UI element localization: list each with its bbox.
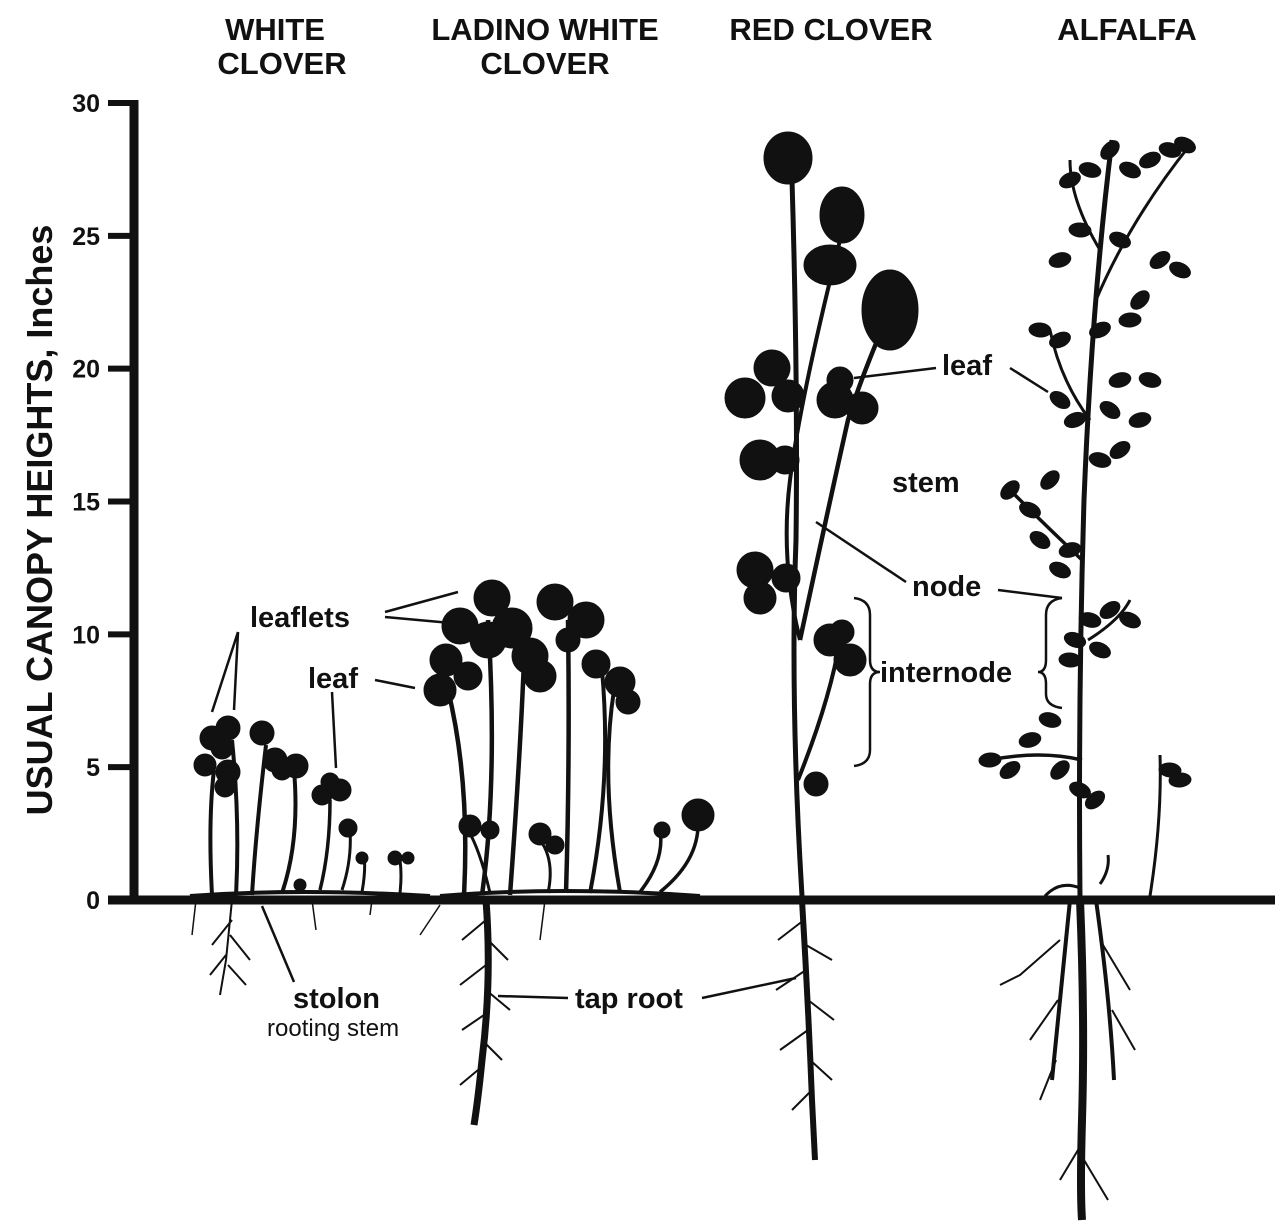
node-leader-1 <box>816 522 906 582</box>
internode-bracket-left <box>854 598 880 766</box>
alfalfa-leaflet <box>1127 287 1152 312</box>
label-stolon: stolon <box>293 983 380 1015</box>
label-tap-root: tap root <box>575 983 683 1015</box>
y-axis-ticks: 0 5 10 15 20 25 30 <box>72 90 134 915</box>
alfalfa-leaflet <box>1088 450 1113 469</box>
alfalfa-leaflet <box>978 752 1001 768</box>
alfalfa-leaflet <box>1047 388 1073 412</box>
title-alfalfa: ALFALFA <box>1057 12 1197 47</box>
tap-root-leader-2 <box>702 978 796 998</box>
alfalfa-leaflet <box>1118 312 1141 328</box>
label-leaf-left: leaf <box>308 663 358 695</box>
tap-root-leader-1 <box>498 996 568 998</box>
title-red-clover: RED CLOVER <box>729 12 932 47</box>
label-stem: stem <box>892 467 960 499</box>
y-axis-label: USUAL CANOPY HEIGHTS, Inches <box>19 225 60 816</box>
alfalfa-leaflet <box>1097 598 1123 622</box>
y-tick-label-30: 30 <box>72 90 100 118</box>
y-tick-label-0: 0 <box>86 887 100 915</box>
leaf-right-leader-2 <box>1010 368 1048 392</box>
alfalfa-leaflet <box>1037 467 1062 492</box>
y-tick-label-10: 10 <box>72 621 100 649</box>
alfalfa-leaflet <box>1068 222 1091 238</box>
stolon-leader <box>262 906 294 982</box>
title-ladino-line1: LADINO WHITE <box>431 12 658 47</box>
node-leader-2 <box>998 590 1062 598</box>
title-white-clover-line1: WHITE <box>225 12 325 47</box>
alfalfa-leaflet <box>1057 169 1083 191</box>
leaf-left-leader-1 <box>332 692 336 768</box>
alfalfa-leaflet <box>1137 149 1163 171</box>
alfalfa-leaflet <box>1147 248 1173 272</box>
alfalfa-leaflet <box>1048 250 1073 269</box>
label-node: node <box>912 571 981 603</box>
y-tick-label-20: 20 <box>72 356 100 384</box>
axes: 0 5 10 15 20 25 30 <box>72 90 1275 915</box>
internode-bracket-right <box>1038 598 1062 708</box>
alfalfa-leaflet <box>1108 370 1133 389</box>
alfalfa-leaflet <box>1028 322 1051 338</box>
alfalfa-leaflet <box>1138 370 1163 389</box>
leaf-left-leader-2 <box>375 680 415 688</box>
alfalfa-leaflet <box>1167 259 1193 281</box>
y-tick-label-25: 25 <box>72 223 100 251</box>
label-leaflets: leaflets <box>250 602 350 634</box>
alfalfa-leaflet <box>1018 730 1043 749</box>
ladino-clover-plant <box>420 580 714 1125</box>
alfalfa-leaflet <box>1047 757 1072 782</box>
alfalfa-leaflet <box>1038 710 1063 729</box>
alfalfa-leaflet <box>1097 398 1123 422</box>
alfalfa-leaflet <box>1128 410 1153 429</box>
y-tick-label-5: 5 <box>86 754 100 782</box>
y-tick-label-15: 15 <box>72 489 100 517</box>
title-ladino-line2: CLOVER <box>480 46 609 81</box>
label-stolon-sub: rooting stem <box>267 1015 399 1042</box>
alfalfa-leaflet <box>1027 528 1053 552</box>
red-clover-plant <box>725 132 918 1160</box>
leaflets-leader-3 <box>385 592 458 612</box>
label-leaf-right: leaf <box>942 350 992 382</box>
white-clover-plant <box>190 716 430 995</box>
alfalfa-leaflet <box>1107 438 1133 462</box>
label-internode: internode <box>880 657 1012 689</box>
alfalfa-leaflet <box>1117 159 1143 181</box>
alfalfa-leaflet <box>1087 639 1113 661</box>
alfalfa-leaflet <box>1062 630 1087 651</box>
alfalfa-leaflet <box>1047 559 1073 581</box>
alfalfa-leaflet <box>1078 160 1103 179</box>
title-white-clover-line2: CLOVER <box>217 46 346 81</box>
